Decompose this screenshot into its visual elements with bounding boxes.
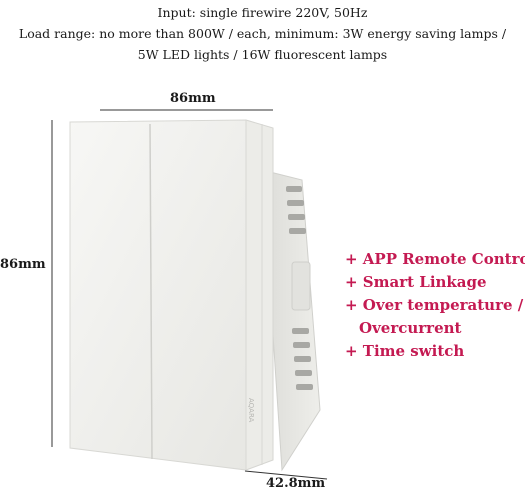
spec-input: Input: single firewire 220V, 50Hz bbox=[157, 5, 368, 20]
vent-slots-bottom bbox=[292, 328, 313, 390]
spec-load-range: Load range: no more than 800W / each, mi… bbox=[18, 26, 507, 41]
vent-slots-top bbox=[286, 186, 306, 234]
width-label: 86mm bbox=[170, 91, 216, 106]
feature-app-remote-control: + APP Remote Control bbox=[345, 250, 525, 268]
depth-dimension-line bbox=[244, 470, 328, 480]
switch-front-panel bbox=[69, 119, 247, 471]
feature-smart-linkage: + Smart Linkage bbox=[345, 273, 487, 291]
rocker-divider bbox=[149, 123, 153, 460]
depth-label: 42.8mm bbox=[266, 476, 326, 491]
spec-minimum-loads: 5W LED lights / 16W fluorescent lamps bbox=[137, 47, 388, 62]
height-label: 86mm bbox=[0, 257, 46, 272]
feature-overcurrent: Overcurrent bbox=[359, 319, 462, 337]
feature-over-temperature: + Over temperature / bbox=[345, 296, 524, 314]
brand-mark: AQARA bbox=[247, 398, 255, 423]
feature-time-switch: + Time switch bbox=[345, 342, 465, 360]
module-housing bbox=[261, 169, 321, 472]
feature-list: + APP Remote Control + Smart Linkage + O… bbox=[345, 248, 525, 363]
mounting-clip bbox=[291, 261, 311, 311]
